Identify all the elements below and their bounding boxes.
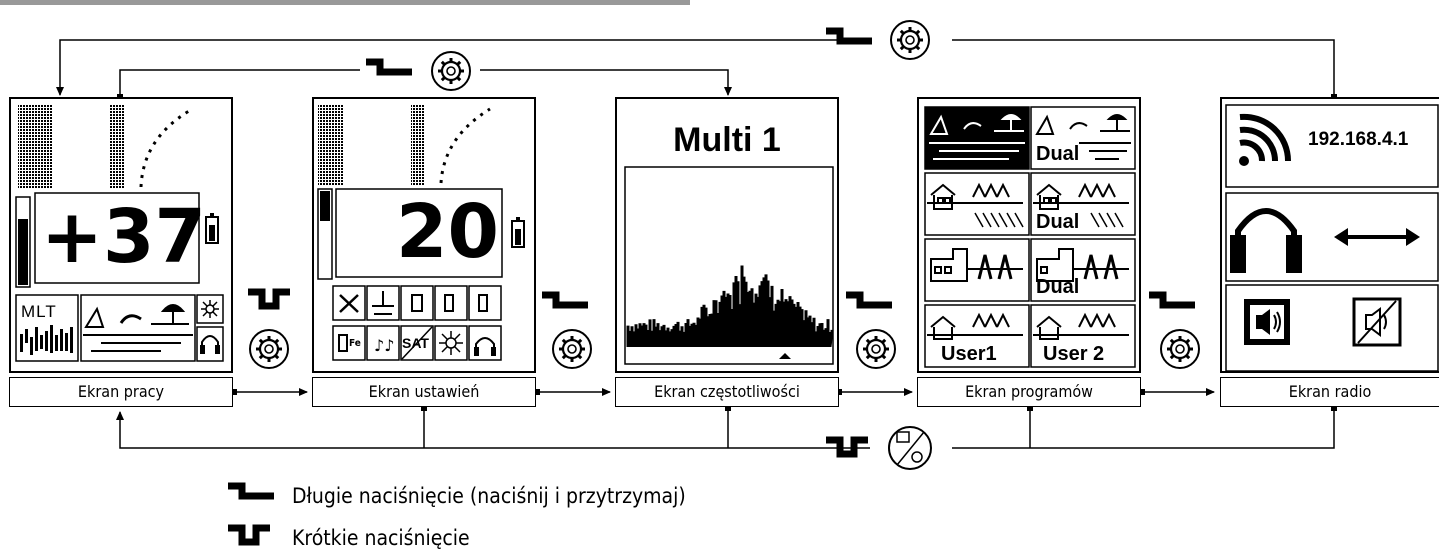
label-settings-screen: Ekran ustawień	[312, 377, 536, 407]
battery-icon	[205, 213, 219, 244]
gear-icon[interactable]	[855, 328, 897, 370]
program-dual-2[interactable]: Dual	[1036, 211, 1080, 233]
label-work-screen: Ekran pracy	[9, 377, 233, 407]
battery-icon	[511, 217, 525, 248]
gear-icon[interactable]	[551, 328, 593, 370]
program-dual-1[interactable]: Dual	[1036, 143, 1080, 165]
long-press-icon	[366, 62, 412, 72]
long-press-icon	[846, 295, 892, 305]
legend-short-press-text: Krótkie naciśnięcie	[292, 526, 470, 550]
fe-icon-label: Fe	[349, 338, 361, 349]
long-press-icon	[542, 295, 588, 305]
speaker-icon	[411, 294, 488, 312]
svg-text:♪♪: ♪♪	[374, 336, 394, 355]
speaker-muted-icon	[1352, 297, 1402, 347]
gear-icon[interactable]	[430, 50, 472, 92]
short-press-icon	[826, 440, 868, 454]
long-press-icon	[228, 486, 274, 496]
sat-icon-label: SAT	[402, 335, 429, 351]
settings-value: 20	[396, 189, 499, 275]
label-radio-screen: Ekran radio	[1220, 377, 1439, 407]
work-value: +37	[41, 194, 206, 280]
program-user-1[interactable]: User1	[941, 343, 997, 365]
work-screen: +37 MLT	[9, 97, 233, 373]
radio-screen: 192.168.4.1	[1220, 97, 1439, 373]
speaker-icon	[1244, 299, 1290, 345]
short-press-icon	[228, 528, 270, 542]
legend-short-press: Krótkie naciśnięcie	[292, 526, 470, 550]
gear-icon[interactable]	[1159, 328, 1201, 370]
label-programs-screen: Ekran programów	[917, 377, 1141, 407]
legend-long-press-text: Długie naciśnięcie (naciśnij i przytrzym…	[292, 484, 686, 508]
mode-code: MLT	[21, 302, 57, 321]
program-user-2[interactable]: User 2	[1043, 343, 1105, 365]
long-press-icon	[826, 31, 872, 41]
wifi-icon	[1239, 113, 1292, 166]
headphones-icon	[474, 337, 496, 356]
long-press-icon	[1149, 295, 1195, 305]
mode-title: Multi 1	[673, 121, 781, 159]
headphones-icon	[1230, 208, 1302, 273]
program-dual-3[interactable]: Dual	[1036, 276, 1080, 298]
ip-address: 192.168.4.1	[1308, 129, 1409, 150]
gear-icon[interactable]	[248, 328, 290, 370]
settings-screen: ♪♪ 20 Fe SAT	[312, 97, 536, 373]
label-frequency-screen: Ekran częstotliwości	[615, 377, 839, 407]
short-press-icon	[248, 292, 290, 306]
programs-screen: Dual Dual Dual User1 User 2	[917, 97, 1141, 373]
pinpoint-icon[interactable]	[888, 426, 932, 470]
frequency-screen: Multi 1	[615, 97, 839, 373]
legend-long-press: Długie naciśnięcie (naciśnij i przytrzym…	[292, 484, 686, 508]
headphones-icon	[200, 335, 220, 354]
gear-icon[interactable]	[889, 19, 931, 61]
